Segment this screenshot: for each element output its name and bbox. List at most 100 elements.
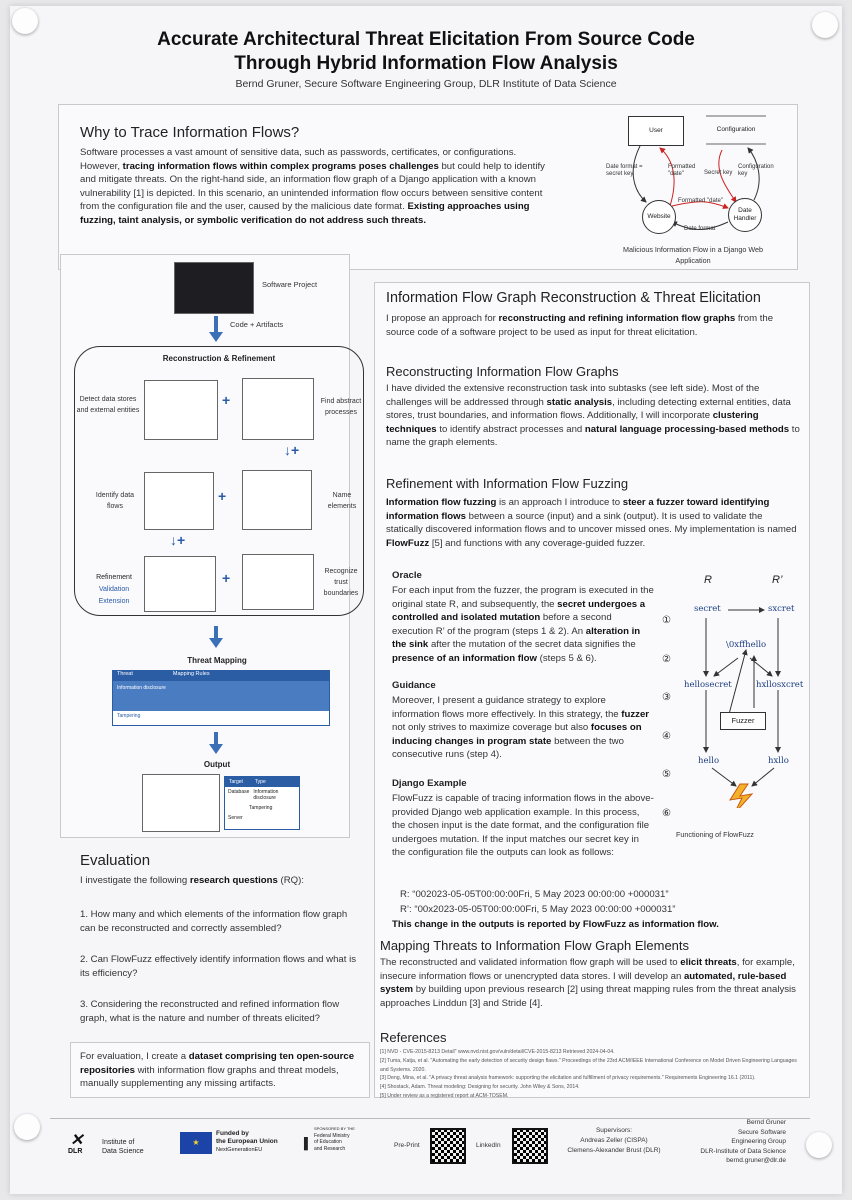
step-3: ③ — [662, 692, 671, 704]
software-project-label: Software Project — [262, 280, 318, 289]
plus-5: + — [222, 570, 231, 586]
arrow-out — [214, 732, 218, 746]
software-project-image — [174, 262, 254, 314]
why-text-1: Software processes a vast amount of sens… — [80, 147, 517, 172]
eu-flag-icon: ★ — [180, 1132, 212, 1154]
why-heading: Why to Trace Information Flows? — [80, 124, 300, 141]
map-t2: , for example, insecure information flow… — [380, 957, 795, 982]
django-graph-arrows — [632, 115, 766, 230]
out-row-3: Server — [228, 815, 243, 821]
contact-3: Engineering Group — [731, 1138, 786, 1145]
arrow-code-head — [209, 332, 223, 342]
bmbf-text-2: of Education — [314, 1139, 342, 1145]
eu-text-2: the European Union — [216, 1138, 278, 1145]
sup-title: Supervisors: — [595, 1127, 633, 1134]
ref-1: [1] NVD - CVE-2015-8213 Detail" www.nvd.… — [380, 1049, 615, 1055]
eval-t2: (RQ): — [280, 875, 304, 886]
configuration-node: Configuration — [716, 126, 756, 133]
main-heading: Information Flow Graph Reconstruction & … — [386, 290, 761, 306]
evaluation-heading: Evaluation — [80, 852, 151, 869]
django-r: R: “002023-05-05T00:00:00Fri, 5 May 2023… — [400, 889, 669, 900]
pin-top-right — [812, 12, 838, 38]
plus-4: ↓+ — [170, 532, 186, 548]
flowfuzz-diagram: R R’ ① ② ③ ④ ⑤ ⑥ secret sxcret \0xffhell… — [658, 568, 806, 848]
main-intro-bold: reconstructing and refining information … — [498, 313, 736, 324]
out-col-target: Target — [229, 779, 243, 785]
recon-b1: static analysis — [546, 396, 613, 408]
secret-node: secret — [694, 604, 721, 614]
code-artifacts-label: Code + Artifacts — [230, 320, 284, 329]
plus-2: ↓+ — [284, 442, 300, 458]
step-1: ① — [662, 615, 671, 626]
tm-col-threat: Threat — [117, 671, 133, 677]
django-bold: This change in the outputs is reported b… — [392, 918, 802, 932]
preprint-qr[interactable] — [430, 1128, 466, 1164]
oracle-t2: before a second execution R’ of the prog… — [392, 612, 612, 637]
refs-heading: References — [380, 1030, 447, 1045]
recon-t1: I have divided the extensive reconstruct… — [386, 383, 760, 408]
fuzz-b2: steer a fuzzer toward identifying inform… — [386, 497, 770, 522]
recon-t2: , including detecting external entities,… — [386, 396, 791, 422]
identify-flows-label: Identify data flows — [95, 492, 135, 510]
date-handler-node: Date Handler — [728, 198, 762, 232]
django-r2: R’: “00x2023-05-05T00:00:00Fri, 5 May 20… — [400, 904, 676, 915]
ref-3: [3] Deng, Mina, et al. "A privacy threat… — [380, 1075, 756, 1082]
tm-row-1: Information disclosure — [113, 681, 329, 711]
eval-f1: For evaluation, I create a — [80, 1051, 187, 1062]
recon-title: Reconstruction & Refinement — [162, 354, 276, 363]
user-node: User — [628, 116, 684, 146]
pin-bottom-right — [806, 1132, 832, 1158]
title-line-1: Accurate Architectural Threat Elicitatio… — [157, 29, 695, 50]
recon-b3: natural language processing-based method… — [584, 423, 790, 435]
out-row-1: Database Information disclosure — [225, 787, 299, 803]
arrow-tm-head — [209, 638, 223, 648]
poster: Accurate Architectural Threat Elicitatio… — [10, 6, 842, 1194]
contact-email[interactable]: bernd.gruner@dlr.de — [726, 1157, 786, 1164]
fuzz-t3: [5] and functions with any coverage-guid… — [431, 537, 646, 549]
footer-divider — [50, 1118, 810, 1119]
ref-4: [4] Shostack, Adam. Threat modeling: Des… — [380, 1084, 580, 1091]
label-config-key: Configuration key — [738, 164, 774, 177]
fuzz-t1: is an approach I introduce to — [498, 497, 621, 508]
threat-mapping-table: Threat Mapping Rules Information disclos… — [112, 670, 330, 726]
fuzz-b1: Information flow fuzzing — [386, 497, 497, 508]
threat-mapping-title: Threat Mapping — [187, 656, 247, 665]
name-elements-label: Name elements — [327, 492, 357, 510]
output-graph-thumb — [142, 774, 220, 832]
research-questions: 1. How many and which elements of the in… — [80, 908, 360, 1026]
django-heading: Django Example — [392, 778, 467, 789]
hello-input-node: \0xffhello — [726, 640, 767, 650]
thumb-6 — [242, 554, 314, 610]
validation-label: Validation — [98, 586, 130, 593]
step-6: ⑥ — [662, 807, 671, 819]
arrow-out-head — [209, 744, 223, 754]
out-row-2: Tampering — [249, 805, 273, 811]
website-node: Website — [642, 200, 676, 234]
guidance-paragraph: Moreover, I present a guidance strategy … — [392, 694, 654, 762]
django-bold-text: This change in the outputs is reported b… — [392, 919, 719, 930]
dlr-text-1: Institute of — [102, 1139, 135, 1146]
oracle-t1: For each input from the fuzzer, the prog… — [392, 585, 654, 610]
eval-fb: dataset comprising ten open-source repos… — [80, 1051, 355, 1076]
plus-1: + — [222, 392, 231, 408]
guidance-b2: focuses on inducing changes in program s… — [392, 722, 642, 747]
refs-list: [1] NVD - CVE-2015-8213 Detail" www.nvd.… — [380, 1048, 800, 1101]
out-r1c2: Information disclosure — [253, 789, 279, 801]
hello-node: hello — [698, 756, 720, 766]
tm-header: Threat Mapping Rules — [113, 671, 329, 681]
map-b2: automated, rule-based system — [380, 970, 787, 996]
thumb-2 — [242, 378, 314, 440]
oracle-t4: (steps 5 & 6). — [539, 652, 597, 664]
refinement-labels: Refinement Validation Extension — [90, 572, 138, 608]
map-t3: by building upon previous research [2] u… — [380, 984, 796, 1009]
bmbf-logo: ▐ SPONSORED BY THE Federal Ministry of E… — [300, 1126, 370, 1166]
linkedin-qr[interactable] — [512, 1128, 548, 1164]
title-line-2: Through Hybrid Information Flow Analysis — [234, 53, 618, 74]
guidance-t2: not only strives to maximize coverage bu… — [392, 722, 589, 734]
rq-2: 2. Can FlowFuzz effectively identify inf… — [80, 954, 357, 979]
map-heading: Mapping Threats to Information Flow Grap… — [380, 938, 690, 953]
dlr-text-2: Data Science — [102, 1148, 144, 1155]
sup-2: Clemens-Alexander Brust (DLR) — [567, 1147, 661, 1154]
arrow-code — [214, 316, 218, 334]
fuzz-heading: Refinement with Information Flow Fuzzing — [386, 476, 629, 491]
